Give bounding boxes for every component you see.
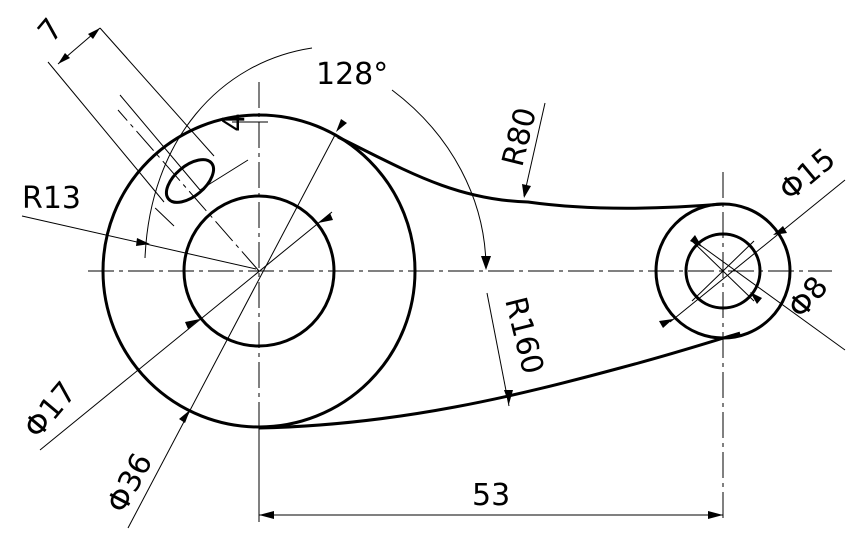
dimension-dia36: Φ36 [100,119,347,529]
slot-hole [164,158,216,204]
r80-leader [523,102,546,197]
dimension-r13: R13 [21,181,257,270]
dia15-arrow-outer [773,226,787,235]
r80-arrow [522,184,531,198]
r13-label: R13 [22,181,81,216]
dia15-label: Φ15 [773,142,843,209]
part-outline [101,113,792,430]
dimension-r80: R80 [496,102,546,198]
dia8-arrow-outer [750,292,762,304]
dimension-dia17: Φ17 [17,211,333,451]
dia36-leader [127,134,336,529]
dim53-arrow-right [708,511,723,519]
dia17-arrow-a [185,319,200,329]
r160-leader [486,292,510,407]
dimension-dia8: Φ8 [690,235,846,351]
r80-label: R80 [496,104,544,170]
dimension-53: 53 [258,428,723,522]
r13-arrow [136,238,150,246]
r160-label: R160 [497,293,550,377]
angle-arc-right [391,89,487,267]
dimension-4: 4 [119,94,268,191]
dim7-arrow-b [88,28,100,39]
angle-label: 128° [316,57,388,92]
small-inner-circle [684,232,762,310]
dim4-extension-a [119,94,201,191]
dia15-arrow-inner [659,319,673,328]
small-circle-cross-b [691,240,755,302]
r160-arrow [504,390,513,404]
lower-tangent-arc [258,331,741,430]
dim7-extension-b [99,27,215,157]
big-inner-circle [182,194,336,348]
dim53-arrow-left [259,511,274,519]
slot-arc-center-line [151,204,175,227]
center-lines [88,82,832,520]
angle-arc-left [144,47,313,259]
dia17-leader [39,211,333,451]
slot-radial-center-line [117,109,260,272]
dia8-arrow-inner [690,235,702,247]
dimension-angle: 128° [144,47,491,270]
dia15-leader [669,179,846,323]
dim7-arrow-a [58,53,70,64]
upper-tangent-arc [337,135,724,210]
dim4-extension-b [199,159,249,191]
dia17-label: Φ17 [17,375,84,445]
dia17-arrow-b [318,213,333,223]
dia36-arrow-a [179,410,190,423]
dim7-label: 7 [31,12,70,49]
dim53-label: 53 [472,478,510,513]
dim7-extension-a [47,61,165,203]
dim4-label: 4 [217,113,252,132]
angle-arrow-bottom [481,256,491,270]
dia8-leader [699,244,846,351]
dia36-arrow-b [336,119,347,132]
